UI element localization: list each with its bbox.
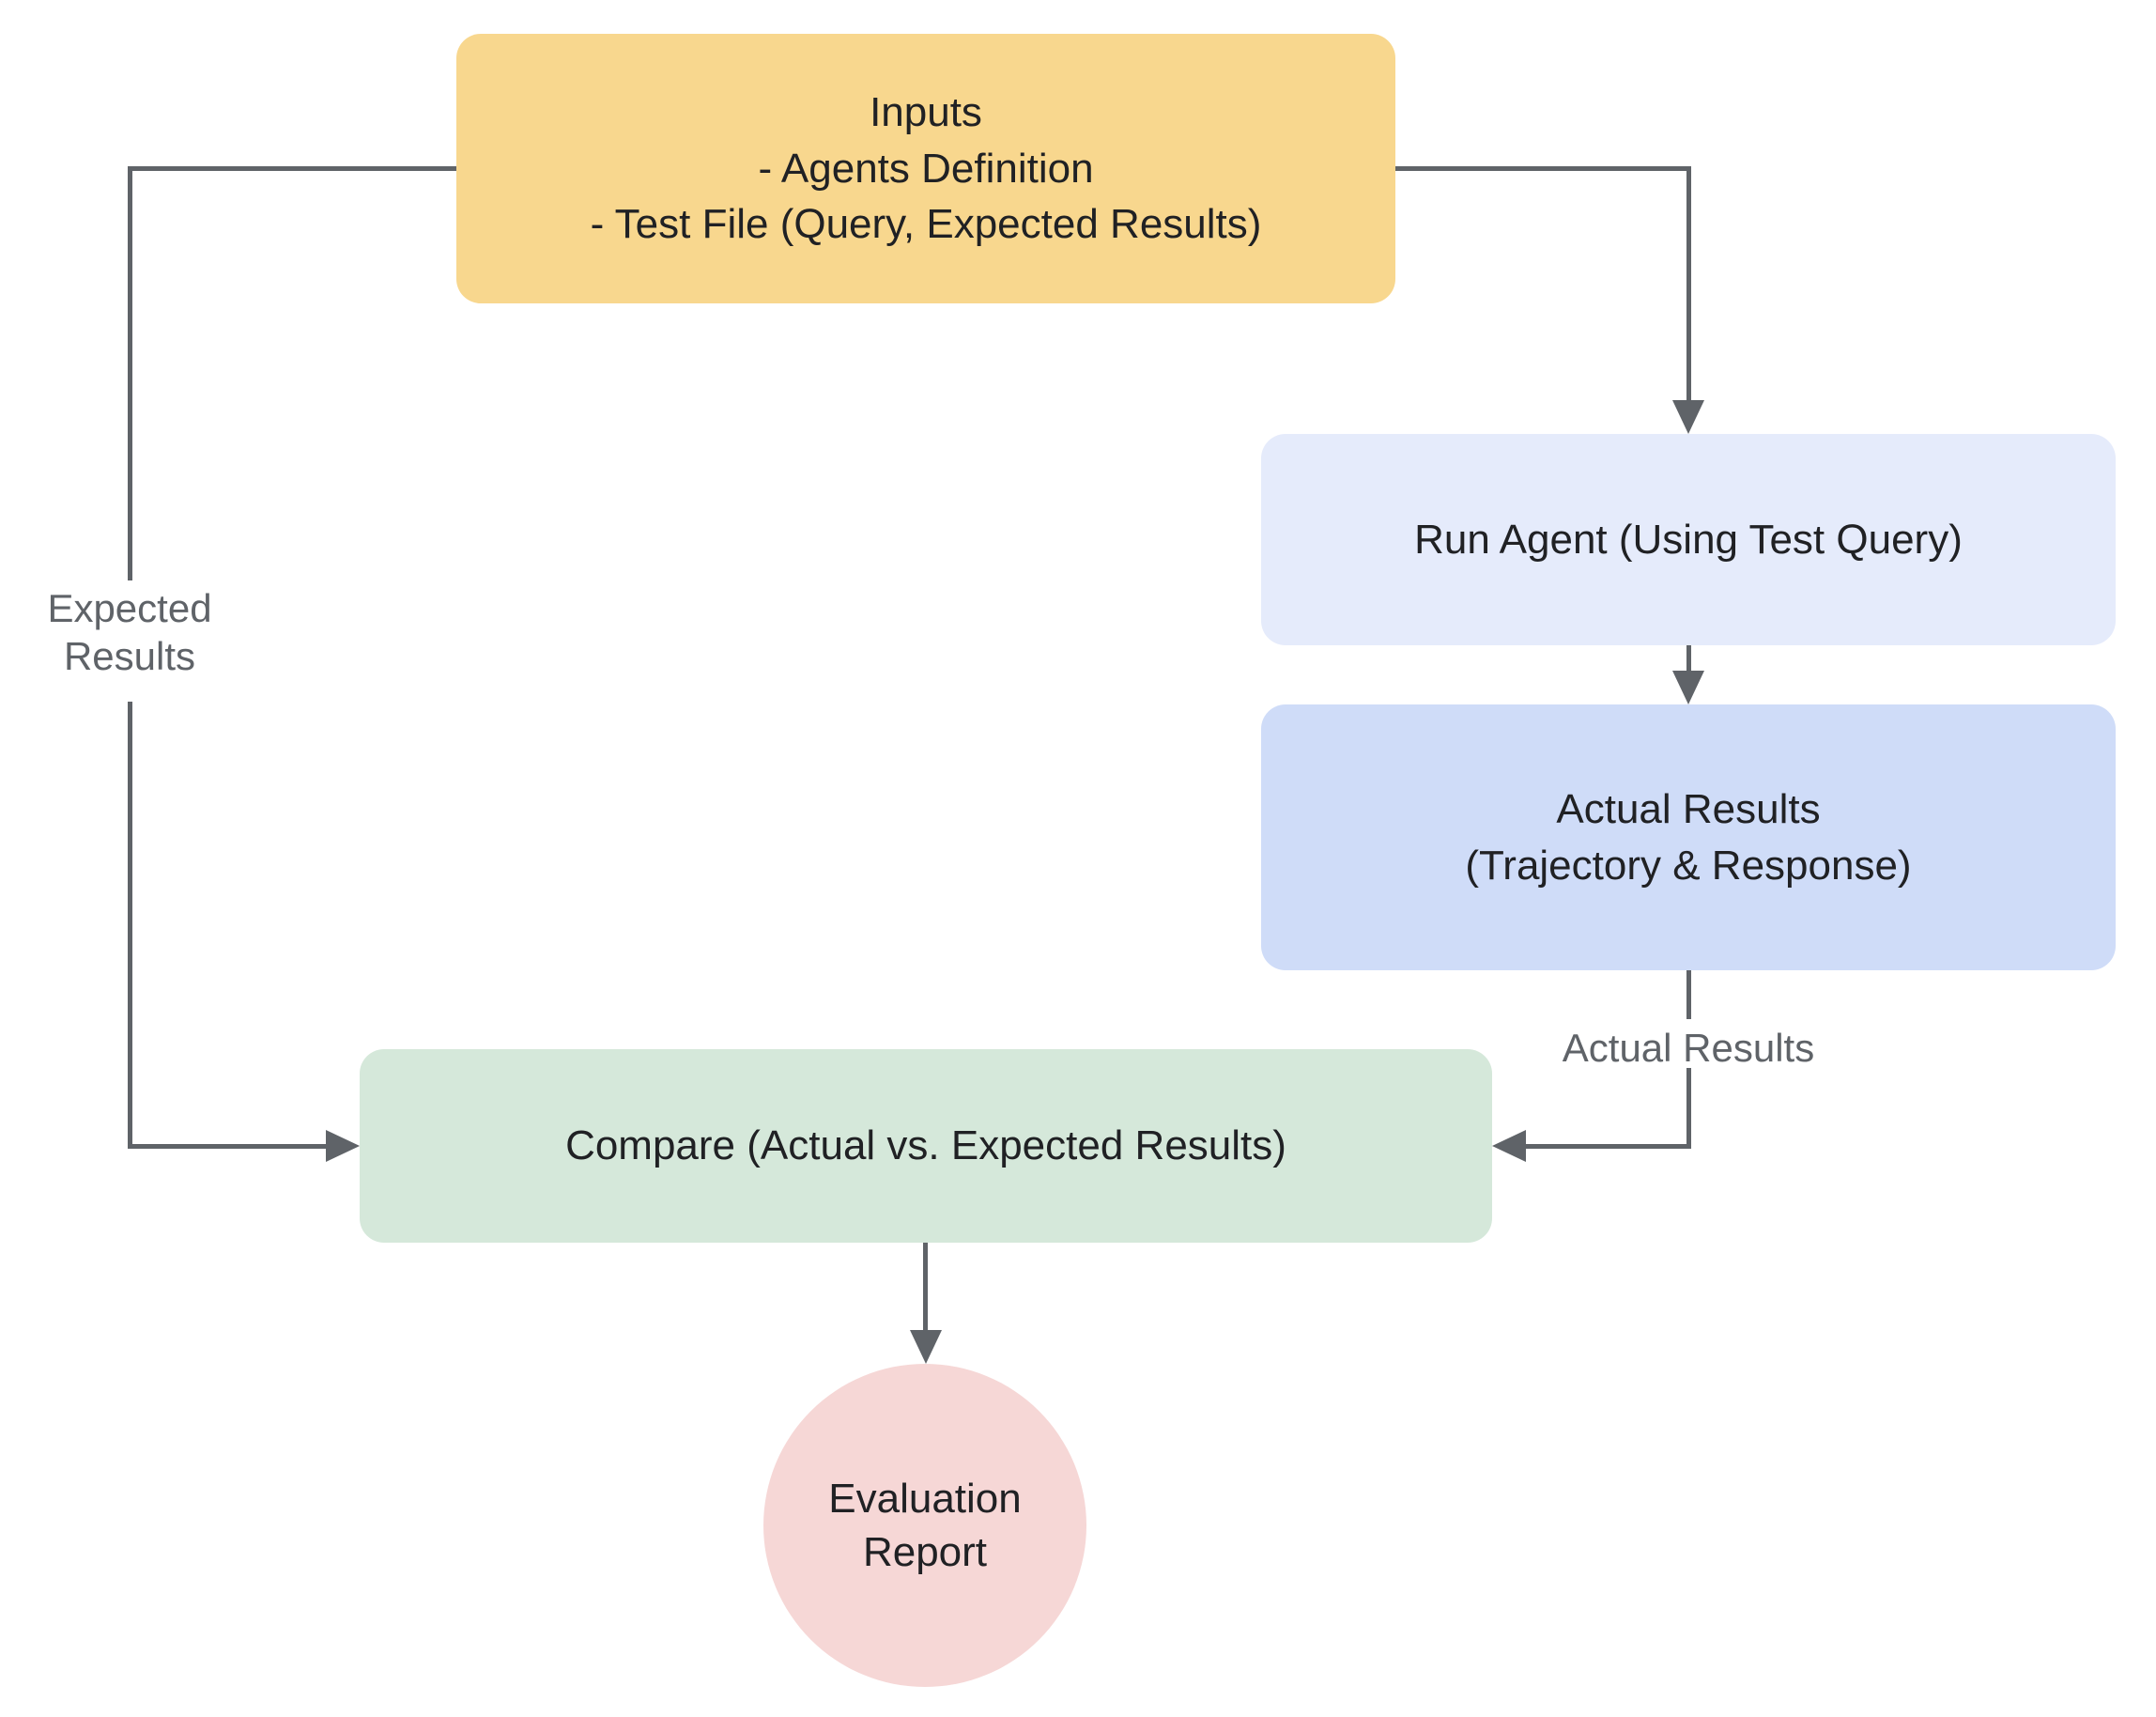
node-inputs-line-2: - Agents Definition <box>758 145 1094 192</box>
edge-label-actual-results: Actual Results <box>1524 1024 1853 1072</box>
arrowhead-into-compare-right-icon <box>1492 1130 1526 1162</box>
node-run-agent-label: Run Agent (Using Test Query) <box>1414 516 1963 563</box>
node-evaluation-report: Evaluation Report <box>763 1364 1086 1687</box>
arrowhead-into-evaluation-report-icon <box>910 1330 942 1364</box>
node-inputs-line-3: - Test File (Query, Expected Results) <box>590 201 1262 248</box>
edge-inputs-compare-h1 <box>128 166 456 171</box>
edge-runagent-actual-v <box>1686 645 1691 672</box>
arrowhead-into-actual-results-icon <box>1672 671 1704 704</box>
edge-label-expected-results-line-1: Expected <box>47 586 212 630</box>
edge-label-actual-results-line-1: Actual Results <box>1562 1026 1815 1070</box>
arrowhead-into-compare-left-icon <box>326 1130 360 1162</box>
node-actual-results-line-2: (Trajectory & Response) <box>1465 842 1912 889</box>
edge-inputs-runagent-v <box>1686 166 1691 401</box>
node-compare-label: Compare (Actual vs. Expected Results) <box>565 1122 1286 1169</box>
edge-inputs-compare-v1 <box>128 166 132 580</box>
node-evaluation-report-line-1: Evaluation <box>828 1475 1022 1522</box>
edge-inputs-runagent-h <box>1395 166 1691 171</box>
node-actual-results: Actual Results (Trajectory & Response) <box>1261 704 2116 970</box>
arrowhead-into-run-agent-icon <box>1672 400 1704 434</box>
edge-compare-report-v <box>923 1243 928 1331</box>
edge-actual-compare-v1 <box>1686 970 1691 1019</box>
edge-inputs-compare-v2 <box>128 702 132 1149</box>
node-run-agent: Run Agent (Using Test Query) <box>1261 434 2116 645</box>
edge-actual-compare-h <box>1526 1144 1691 1149</box>
node-evaluation-report-line-2: Report <box>862 1529 988 1575</box>
edge-label-expected-results: Expected Results <box>8 584 252 680</box>
node-compare: Compare (Actual vs. Expected Results) <box>360 1049 1492 1243</box>
node-inputs: Inputs - Agents Definition - Test File (… <box>456 34 1395 303</box>
node-actual-results-line-1: Actual Results <box>1556 785 1821 832</box>
edge-label-expected-results-line-2: Results <box>63 634 196 679</box>
node-inputs-line-1: Inputs <box>870 88 982 135</box>
edge-actual-compare-v2 <box>1686 1068 1691 1149</box>
edge-inputs-compare-h2 <box>128 1144 330 1149</box>
